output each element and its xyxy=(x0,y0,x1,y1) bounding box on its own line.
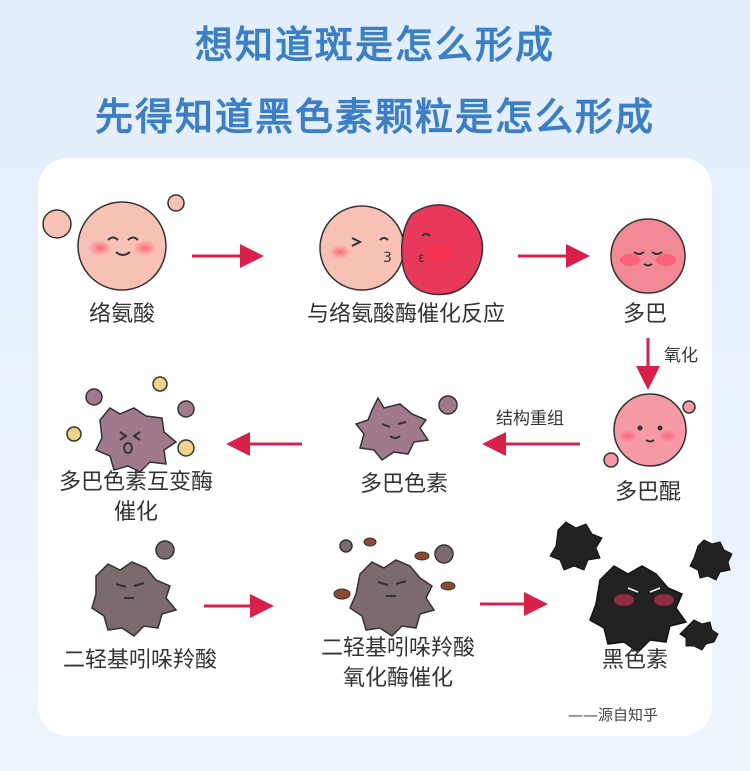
dopaquinone-cell-icon xyxy=(603,393,696,468)
tyrosine-cell-icon xyxy=(42,194,185,291)
label-tyrosine: 络氨酸 xyxy=(88,302,155,327)
label-dhica-oxidase-line1: 二轻基吲哚羚酸 xyxy=(320,636,475,661)
svg-text:3: 3 xyxy=(383,250,392,266)
dhica-oxidase-cell-icon xyxy=(333,537,456,637)
label-recombination: 结构重组 xyxy=(496,409,564,429)
label-dopachrome: 多巴色素 xyxy=(359,472,448,497)
tautomerase-cell-icon xyxy=(66,376,195,473)
label-tautomerase-line1: 多巴色素互变酶 xyxy=(58,470,213,495)
label-tautomerase-line2: 催化 xyxy=(113,500,158,525)
label-dhica: 二轻基吲哚羚酸 xyxy=(62,648,217,673)
title-line-1: 想知道斑是怎么形成 xyxy=(194,23,555,67)
label-enzyme-reaction: 与络氨酸酶催化反应 xyxy=(306,302,505,327)
svg-text:ε: ε xyxy=(418,251,425,266)
dopachrome-cell-icon xyxy=(354,395,458,462)
title-line-2: 先得知道黑色素颗粒是怎么形成 xyxy=(94,95,655,139)
label-dopa: 多巴 xyxy=(622,302,667,327)
source-credit: ——源自知乎 xyxy=(568,706,659,724)
label-melanin: 黑色素 xyxy=(601,648,668,673)
label-dopaquinone: 多巴醌 xyxy=(614,480,681,505)
enzyme-reaction-cells-icon: 3 ε xyxy=(319,204,484,296)
label-oxidation: 氧化 xyxy=(664,346,698,366)
label-dhica-oxidase-line2: 氧化酶催化 xyxy=(342,666,453,691)
melanin-cell-icon xyxy=(549,521,733,653)
dhica-cell-icon xyxy=(91,540,178,637)
dopa-cell-icon xyxy=(610,218,686,294)
